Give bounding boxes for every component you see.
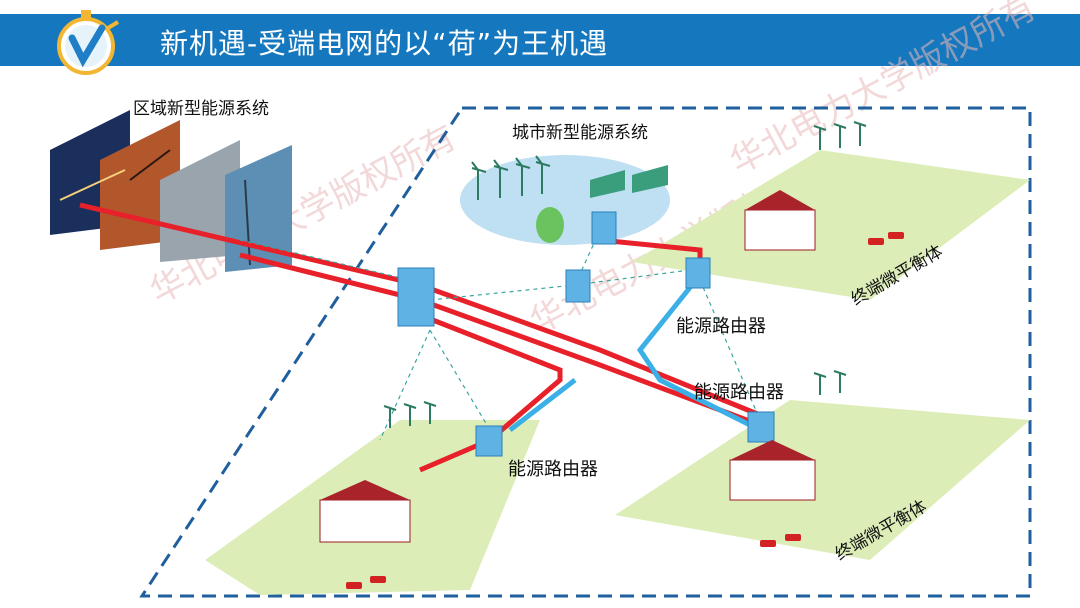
router-label: 能源路由器 [676,312,766,338]
storage-tank [536,207,564,243]
regional-system-label: 区域新型能源系统 [133,94,269,119]
city-ellipse [460,155,670,245]
city-system-label: 城市新型能源系统 [512,118,648,143]
router-label: 能源路由器 [508,455,598,481]
terminal-ground-bottom-right [615,400,1030,560]
flow-lines [510,275,760,430]
router-label: 能源路由器 [694,378,784,404]
